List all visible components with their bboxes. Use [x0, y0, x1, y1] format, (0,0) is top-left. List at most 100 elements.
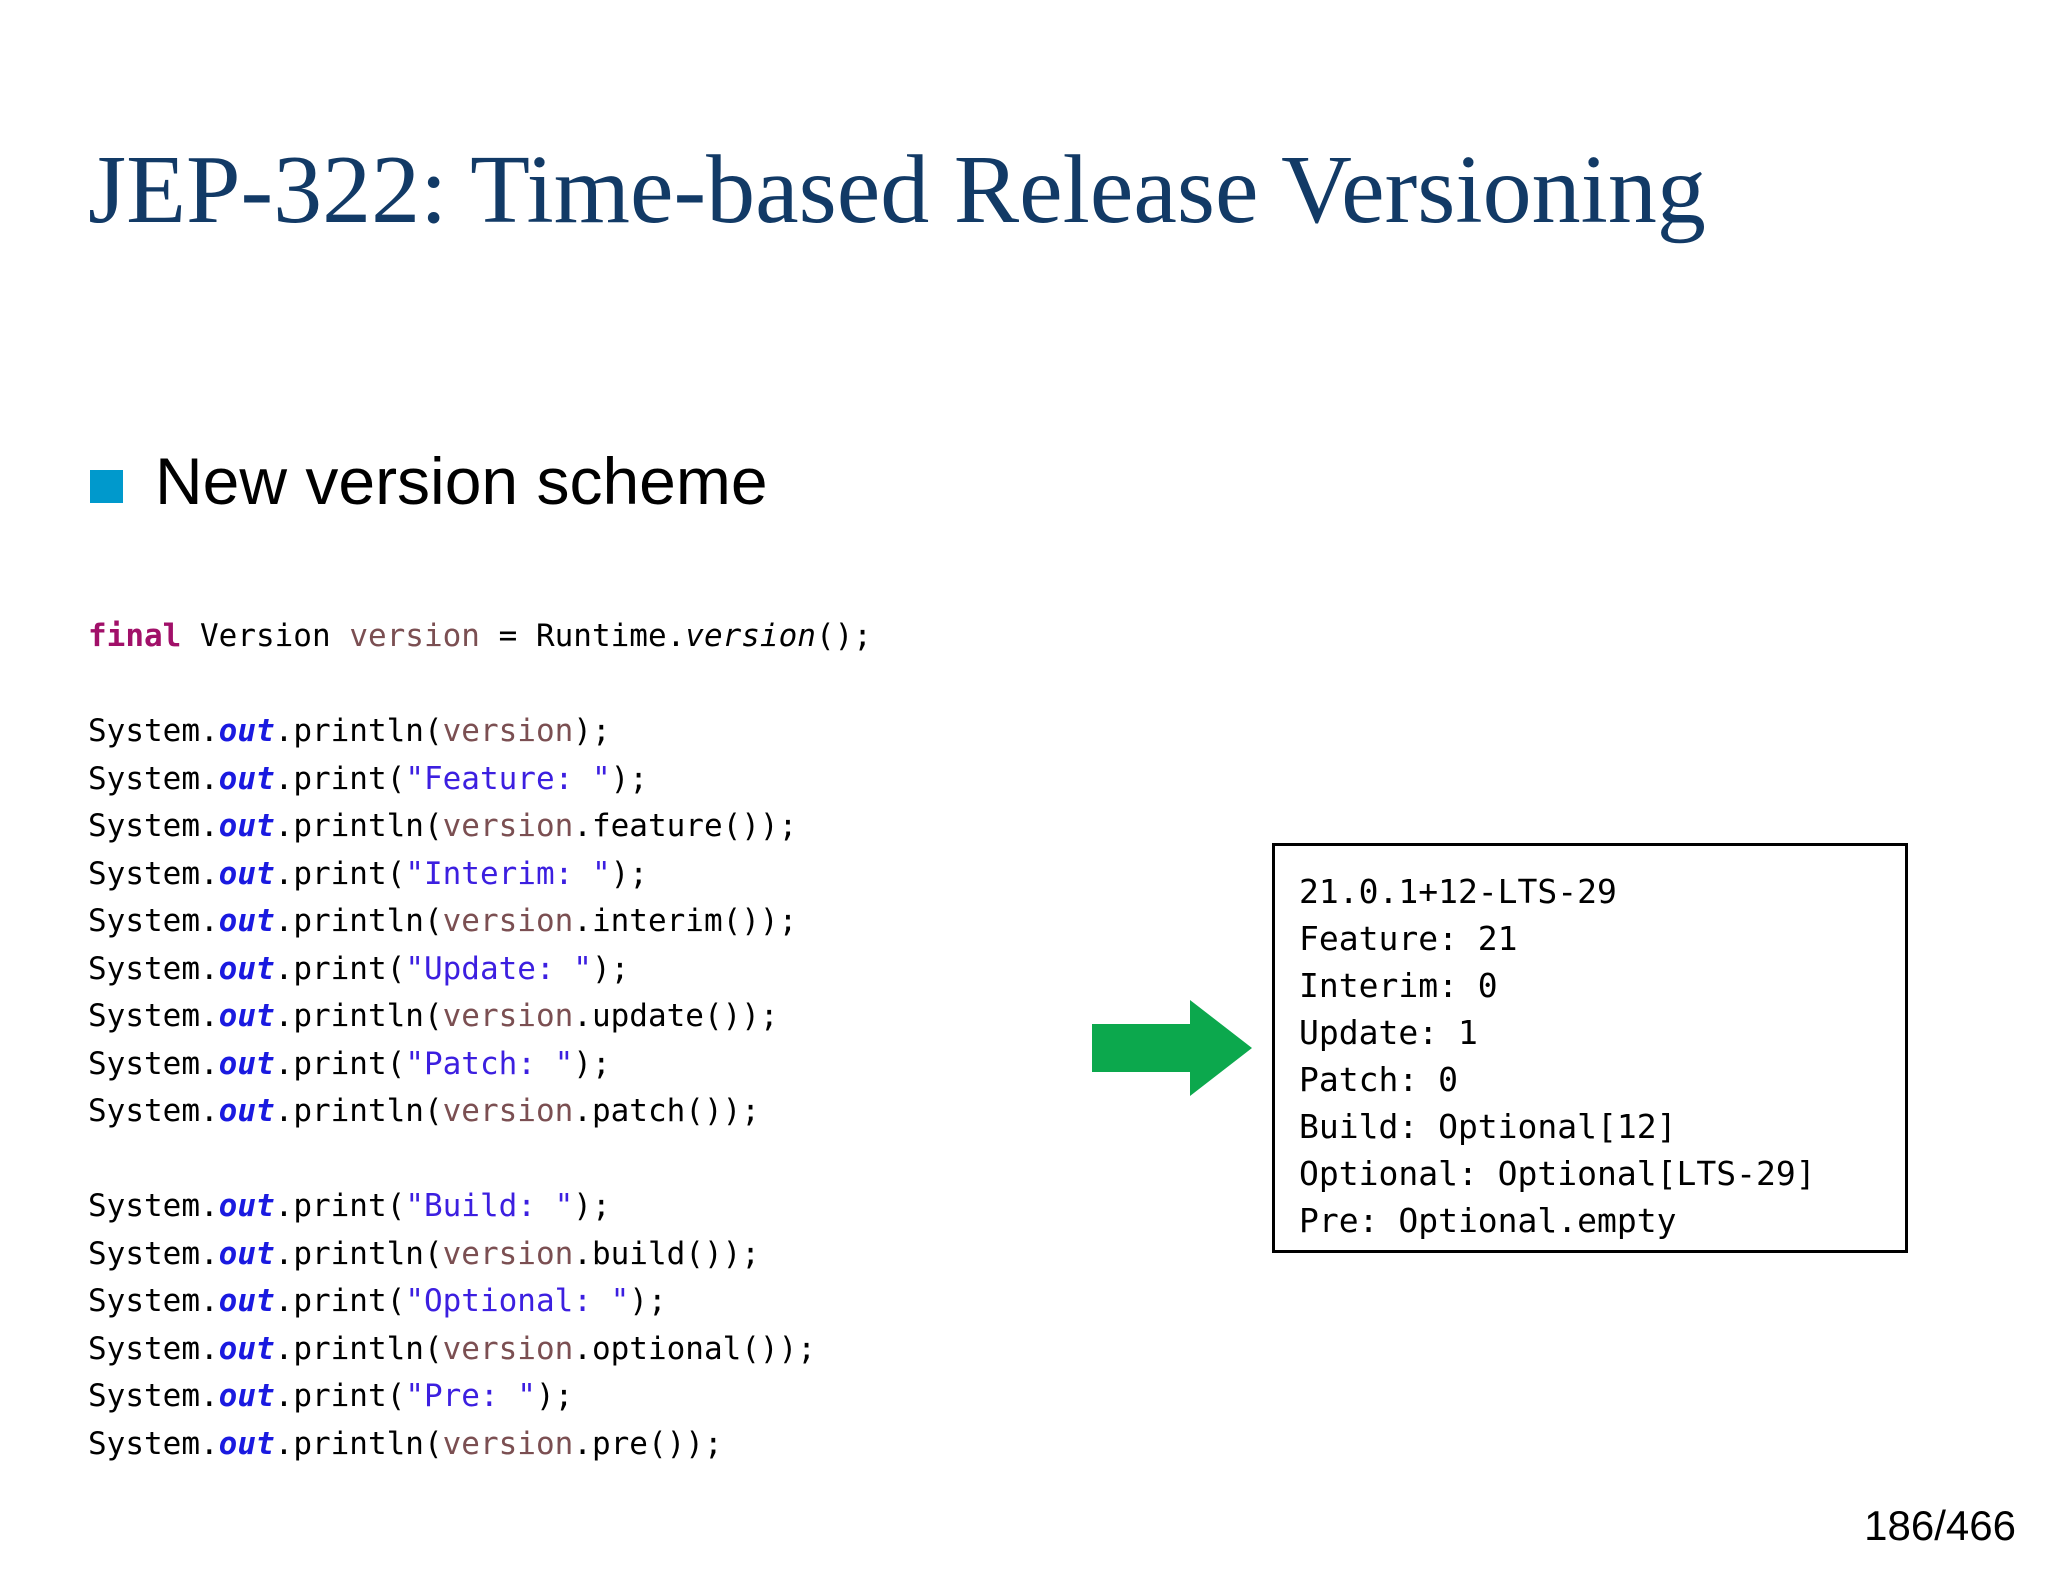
code-token: .interim()); — [573, 903, 798, 939]
code-token: System. — [88, 1188, 219, 1224]
output-line: 21.0.1+12-LTS-29 — [1299, 872, 1617, 911]
code-token: version — [442, 1235, 574, 1272]
code-token: ); — [629, 1283, 667, 1319]
code-line: System.out.print("Update: "); — [88, 946, 872, 994]
code-token: .update()); — [573, 998, 779, 1034]
code-line — [88, 1136, 872, 1184]
code-token: ); — [591, 950, 630, 987]
output-line: Optional: Optional[LTS-29] — [1299, 1154, 1816, 1193]
code-line: System.out.println(version.update()); — [88, 993, 872, 1041]
code-token: "Interim: " — [405, 855, 611, 892]
code-token: System. — [88, 760, 219, 797]
code-token: .println( — [274, 1093, 443, 1129]
code-token: System. — [88, 1425, 219, 1462]
code-token: ); — [573, 1188, 611, 1224]
code-token: version — [442, 713, 574, 749]
code-token: .println( — [274, 998, 443, 1034]
code-token: version — [442, 808, 574, 844]
code-token: out — [218, 1425, 275, 1462]
code-token: System. — [88, 1045, 219, 1082]
code-token: ); — [535, 1378, 574, 1414]
code-line — [88, 661, 872, 709]
code-token: Version — [181, 618, 350, 654]
right-arrow-icon — [1092, 1000, 1252, 1096]
code-token: System. — [88, 950, 219, 987]
code-token: .print( — [274, 1188, 406, 1224]
output-line: Interim: 0 — [1299, 966, 1498, 1005]
code-token: .println( — [274, 1235, 443, 1272]
code-token: System. — [88, 1235, 219, 1272]
code-token: out — [218, 1045, 275, 1082]
code-token: .println( — [274, 1425, 443, 1462]
code-token: .pre()); — [573, 1425, 723, 1462]
page-title: JEP-322: Time-based Release Versioning — [88, 135, 1706, 244]
code-line: System.out.println(version.build()); — [88, 1231, 872, 1279]
output-line: Update: 1 — [1299, 1013, 1478, 1052]
code-token: .patch()); — [573, 1093, 760, 1129]
code-token: .print( — [274, 855, 406, 892]
code-line: System.out.print("Build: "); — [88, 1183, 872, 1231]
code-line: System.out.print("Feature: "); — [88, 756, 872, 804]
code-token: version — [442, 903, 574, 939]
code-token: out — [218, 1283, 275, 1319]
code-token: out — [218, 1093, 275, 1129]
code-token: .print( — [274, 950, 406, 987]
output-line: Build: Optional[12] — [1299, 1107, 1677, 1146]
code-token: .println( — [274, 1330, 443, 1367]
code-line: System.out.println(version.interim()); — [88, 898, 872, 946]
code-token: version — [442, 1093, 574, 1129]
page-number: 186/466 — [1864, 1502, 2016, 1549]
code-token: .print( — [274, 1283, 406, 1319]
code-token: out — [218, 998, 275, 1034]
code-token: version — [685, 618, 816, 654]
code-token: = Runtime. — [479, 618, 686, 654]
code-token: .build()); — [573, 1235, 760, 1272]
code-line: System.out.println(version.pre()); — [88, 1421, 872, 1469]
code-token: (); — [815, 618, 872, 654]
code-token: System. — [88, 1283, 219, 1319]
code-line: System.out.print("Pre: "); — [88, 1373, 872, 1421]
code-token: out — [218, 855, 275, 892]
code-token: .print( — [274, 760, 406, 797]
code-token: .println( — [274, 903, 443, 939]
code-line: System.out.print("Interim: "); — [88, 851, 872, 899]
code-token: version — [349, 618, 480, 654]
code-line: System.out.print("Optional: "); — [88, 1278, 872, 1326]
code-token: "Feature: " — [405, 760, 611, 797]
code-token: final — [88, 618, 182, 654]
code-token: .println( — [274, 713, 443, 749]
output-line: Pre: Optional.empty — [1299, 1201, 1677, 1240]
code-token: System. — [88, 1330, 219, 1367]
code-token: version — [442, 998, 574, 1034]
code-listing: final Version version = Runtime.version(… — [88, 613, 872, 1468]
code-token: "Pre: " — [405, 1378, 536, 1414]
code-token: out — [218, 1330, 275, 1367]
code-token: out — [218, 1235, 275, 1272]
code-line: System.out.println(version.feature()); — [88, 803, 872, 851]
code-token: out — [218, 760, 275, 797]
bullet-heading-label: New version scheme — [155, 444, 768, 518]
code-token: out — [218, 808, 275, 844]
code-token: System. — [88, 808, 219, 844]
code-line: final Version version = Runtime.version(… — [88, 613, 872, 661]
code-line: System.out.println(version.patch()); — [88, 1088, 872, 1136]
code-token: ); — [573, 1045, 611, 1082]
bullet-heading: New version scheme — [90, 448, 768, 514]
code-line: System.out.print("Patch: "); — [88, 1041, 872, 1089]
code-token: System. — [88, 1093, 219, 1129]
square-bullet-icon — [90, 469, 123, 503]
code-token: out — [218, 713, 275, 749]
code-token: ); — [573, 713, 611, 749]
code-token: System. — [88, 998, 219, 1034]
code-token: version — [442, 1330, 574, 1367]
output-line: Feature: 21 — [1299, 919, 1518, 958]
code-token: .optional()); — [573, 1330, 816, 1367]
code-line: System.out.println(version.optional()); — [88, 1326, 872, 1374]
output-line: Patch: 0 — [1299, 1060, 1458, 1099]
code-token: "Build: " — [405, 1188, 574, 1224]
code-token: "Optional: " — [405, 1283, 630, 1319]
code-token: System. — [88, 855, 219, 892]
code-token: "Patch: " — [405, 1045, 574, 1082]
